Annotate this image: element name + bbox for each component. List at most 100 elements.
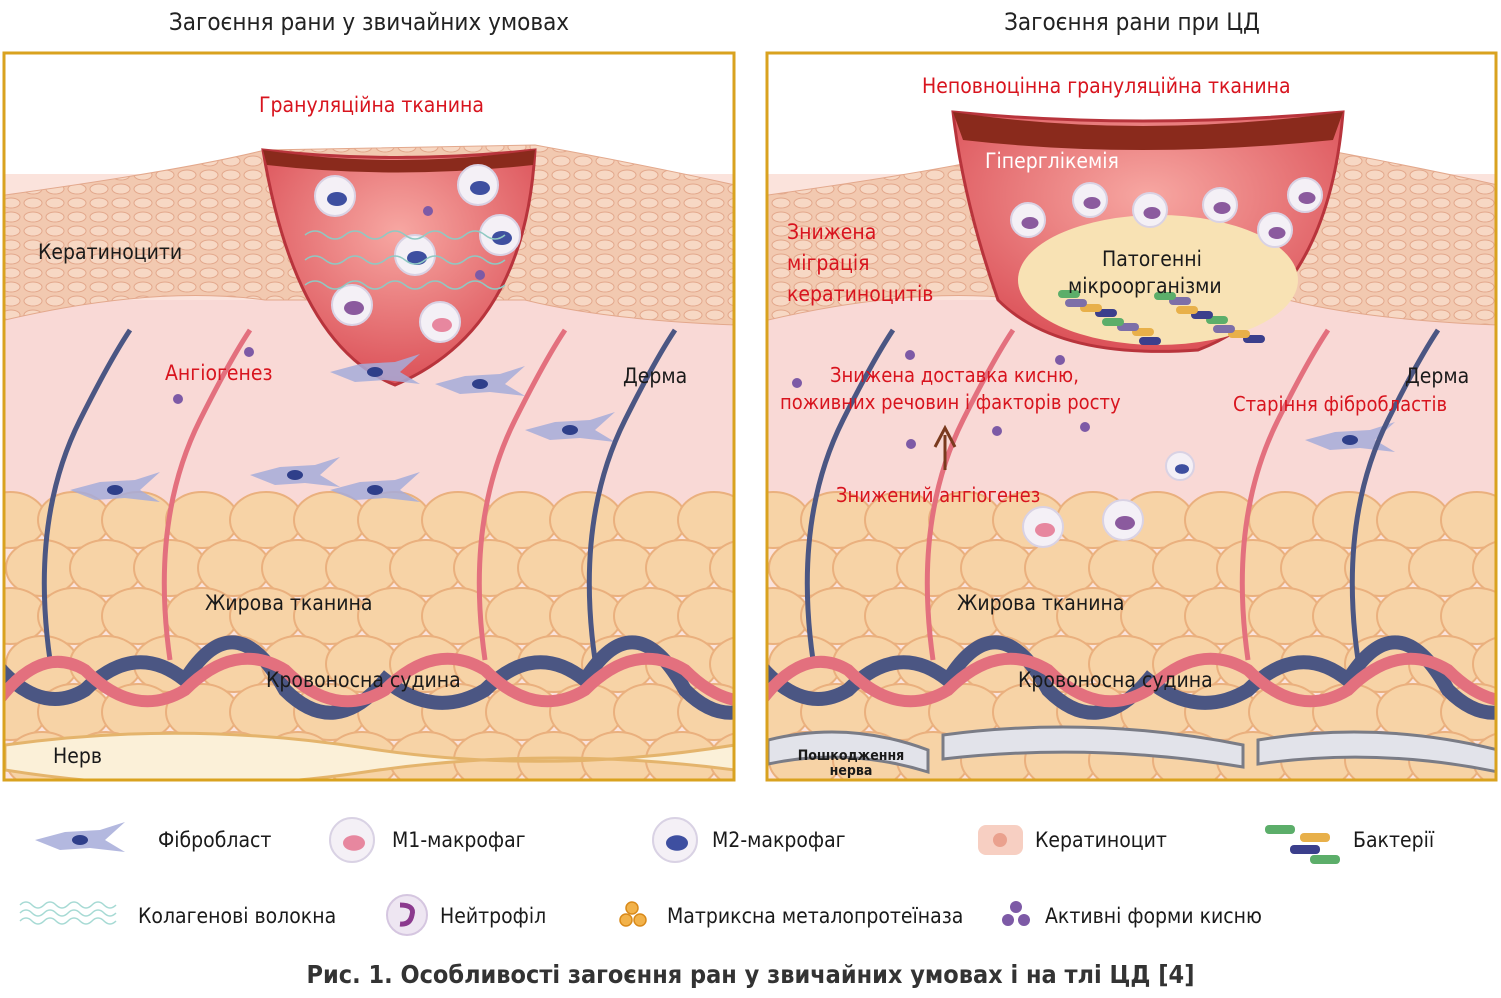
bacteria-icon (1300, 833, 1330, 842)
diabetes-panel-title: Загоєння рани при ЦД (1004, 8, 1260, 36)
capillary (804, 328, 896, 661)
legend-collagen: Колагенові волокна (138, 904, 337, 928)
bacteria-icon (1265, 825, 1295, 834)
fibroblast-nucleus (367, 367, 383, 377)
ros-icon (1002, 914, 1014, 926)
bacterium (1176, 306, 1198, 314)
collagen-icon (19, 909, 117, 917)
macrophage-nucleus (666, 835, 688, 851)
dermis-label-right: Дерма (1405, 364, 1470, 388)
hyperglycemia-label: Гіперглікемія (985, 149, 1119, 173)
nerve-label: Нерв (53, 744, 102, 768)
macrophage-nucleus (1268, 227, 1286, 239)
ros-dot (423, 206, 433, 216)
normal-panel-frame (2, 51, 736, 782)
bacterium (1139, 337, 1161, 345)
capillary (476, 328, 568, 661)
fibroblast-nucleus (72, 835, 88, 845)
reduced-migration-label-3: кератиноцитів (787, 282, 934, 306)
fibroblast-nucleus (562, 425, 578, 435)
ros-icon (1010, 901, 1022, 913)
ros-icon (1018, 914, 1030, 926)
ros-dot (906, 439, 916, 449)
fat-tissue-label-right: Жирова тканина (957, 591, 1125, 615)
collagen-fiber (304, 280, 506, 290)
fat-cell (677, 587, 733, 645)
fat-tissue-label: Жирова тканина (205, 591, 373, 615)
macrophage-nucleus (492, 231, 512, 245)
legend-fibroblast: Фібробласт (158, 828, 272, 852)
fat-cell (709, 540, 733, 596)
bacterium (1213, 325, 1235, 333)
fat-cell (709, 636, 733, 692)
legend-icons (19, 817, 1340, 936)
nerve-damage-line-1: Пошкодження (797, 748, 905, 764)
macrophage-nucleus (1021, 217, 1039, 229)
legend-mmp: Матриксна металопротеїназа (667, 904, 964, 928)
pathogen-cluster (1018, 215, 1298, 345)
impaired-granulation-label: Неповноцінна грануляційна тканина (922, 74, 1291, 98)
nerve (5, 731, 733, 779)
fibroblast-aging-label: Старіння фібробластів (1233, 392, 1448, 416)
wound-scab (263, 150, 535, 173)
fibroblast-nucleus (472, 379, 488, 389)
capillary (161, 328, 253, 661)
legend-m1-macrophage: М1-макрофаг (392, 828, 526, 852)
normal-panel-title: Загоєння рани у звичайних умовах (168, 8, 570, 36)
capillary (1349, 328, 1441, 661)
angiogenesis-label: Ангіогенез (165, 361, 273, 385)
capillary (1239, 328, 1331, 661)
wound-scab (953, 112, 1343, 150)
neutrophil-icon (386, 894, 428, 936)
macrophage-nucleus (1298, 192, 1316, 204)
legend-neutrophil: Нейтрофіл (440, 904, 547, 928)
mmp-icon (625, 901, 639, 915)
mmp-icon (619, 913, 633, 927)
macrophage-nucleus (1175, 464, 1189, 474)
fibroblast-nucleus (107, 485, 123, 495)
bacterium (1102, 318, 1124, 326)
fat-cell (1440, 587, 1495, 645)
blood-vessel-label-right: Кровоносна судина (1018, 668, 1213, 692)
fibroblast-nucleus (367, 485, 383, 495)
legend-ros: Активні форми кисню (1045, 904, 1262, 928)
pathogens-label-2: мікроорганізми (1068, 274, 1222, 298)
damaged-nerve-segment (941, 725, 1245, 769)
diabetes-panel-frame (765, 51, 1498, 782)
keratinocyte-nucleus (993, 833, 1007, 847)
pathogens-label-1: Патогенні (1102, 247, 1202, 271)
capillary (924, 328, 1016, 661)
fat-cell (1472, 541, 1495, 595)
vein (768, 635, 1495, 720)
artery (768, 652, 1495, 708)
damaged-nerve-segment (1256, 730, 1495, 773)
macrophage-nucleus (327, 192, 347, 206)
reduced-migration-label-2: міграція (787, 251, 870, 275)
macrophage-nucleus (1035, 523, 1055, 537)
ros-dot (1080, 422, 1090, 432)
ros-dot (244, 347, 254, 357)
legend-keratinocyte: Кератиноцит (1035, 828, 1167, 852)
fat-cell (677, 491, 733, 549)
macrophage-nucleus (432, 318, 452, 332)
granulation-label: Грануляційна тканина (259, 93, 484, 117)
ros-dot (475, 270, 485, 280)
legend-m2-macrophage: М2-макрофаг (712, 828, 846, 852)
collagen-icon (19, 917, 117, 925)
bacterium (1058, 290, 1080, 298)
reduced-angiogenesis-label: Знижений ангіогенез (836, 483, 1041, 507)
ros-dot (173, 394, 183, 404)
damaged-nerve-segment (768, 730, 930, 775)
normal-wound-illustration (5, 54, 733, 779)
neutrophil-nucleus (399, 902, 415, 927)
mmp-icon (633, 913, 647, 927)
macrophage-nucleus (1213, 202, 1231, 214)
ros-dot (905, 350, 915, 360)
bacterium (1065, 299, 1087, 307)
reduced-migration-label-1: Знижена (787, 220, 877, 244)
bacterium (1154, 292, 1176, 300)
macrophage-nucleus (344, 301, 364, 315)
macrophage-nucleus (1143, 207, 1161, 219)
